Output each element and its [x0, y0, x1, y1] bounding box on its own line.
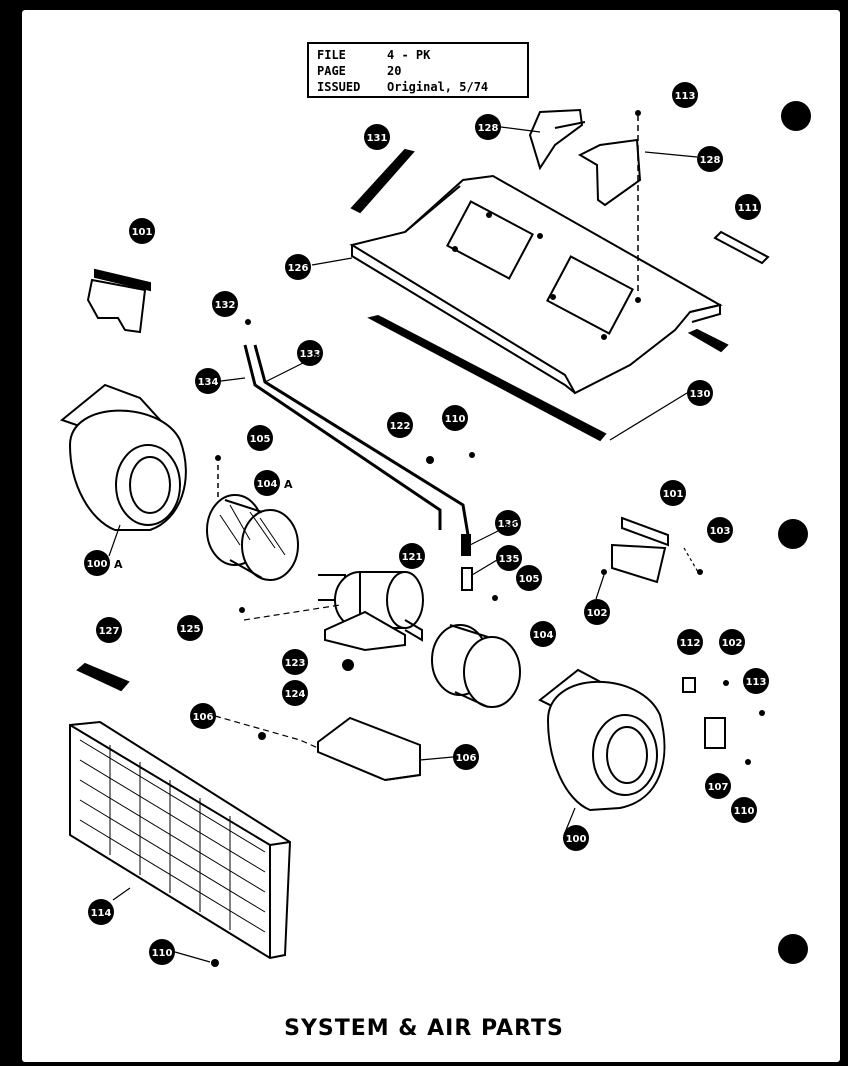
- callout-106-left: 106: [193, 712, 214, 723]
- callout-128-right: 128: [700, 155, 721, 166]
- issued-label: ISSUED: [317, 80, 361, 94]
- callout-128-top: 128: [478, 123, 499, 134]
- suffix-104a: A: [284, 478, 293, 491]
- fitting-136: [461, 534, 471, 556]
- callout-124: 124: [285, 689, 306, 700]
- callout-102-right: 102: [722, 638, 743, 649]
- tubes-133-134: [243, 344, 470, 536]
- base-pan-126: [349, 174, 723, 395]
- blower-housing-100a: [59, 383, 187, 531]
- fitting-135: [461, 567, 473, 591]
- callout-101-right: 101: [663, 489, 684, 500]
- motor-121: [318, 571, 424, 652]
- bar-111: [713, 230, 770, 265]
- callout-107: 107: [708, 782, 729, 793]
- callout-127: 127: [99, 626, 120, 637]
- strip-131: [350, 148, 415, 214]
- leader-lines: [108, 126, 699, 963]
- callout-126: 126: [288, 263, 309, 274]
- screws: [211, 110, 765, 967]
- file-value: 4 - PK: [387, 48, 431, 62]
- callout-100a: 100: [87, 559, 108, 570]
- blower-wheel-104a: [206, 494, 299, 581]
- callout-110-upper: 110: [445, 414, 466, 425]
- issued-value: Original, 5/74: [387, 80, 489, 94]
- callout-122: 122: [390, 421, 411, 432]
- callout-105-right: 105: [519, 574, 540, 585]
- binder-hole-middle: [778, 519, 808, 549]
- strip-127: [76, 662, 130, 692]
- callout-114: 114: [91, 908, 112, 919]
- callout-130: 130: [690, 389, 711, 400]
- page-title: SYSTEM & AIR PARTS: [284, 1016, 564, 1041]
- callout-112: 112: [680, 638, 701, 649]
- page-value: 20: [387, 64, 402, 78]
- bracket-128b: [577, 138, 642, 207]
- page-label: PAGE: [317, 64, 346, 78]
- callout-106-right: 106: [456, 753, 477, 764]
- callout-100: 100: [566, 834, 587, 845]
- gasket-strip-130: [367, 314, 729, 442]
- callout-123: 123: [285, 658, 306, 669]
- callout-132: 132: [215, 300, 236, 311]
- callout-111: 111: [738, 203, 759, 214]
- bracket-101b: [611, 516, 669, 584]
- motor-base-106: [317, 716, 421, 782]
- bracket-107: [704, 717, 726, 749]
- callout-113-top: 113: [675, 91, 696, 102]
- callout-131: 131: [367, 133, 388, 144]
- callout-110-right: 110: [734, 806, 755, 817]
- callout-133: 133: [300, 349, 321, 360]
- callout-135: 135: [499, 554, 520, 565]
- callout-103: 103: [710, 526, 731, 537]
- suffix-100a: A: [114, 558, 123, 571]
- binder-hole-top: [781, 101, 811, 131]
- callout-101-left: 101: [132, 227, 153, 238]
- callout-105-left: 105: [250, 434, 271, 445]
- callout-104: 104: [533, 630, 554, 641]
- callout-bubbles: [84, 82, 769, 965]
- callout-110-bottom: 110: [152, 948, 173, 959]
- blower-wheel-104b: [431, 624, 521, 708]
- blower-housing-100b: [538, 668, 666, 812]
- callout-134: 134: [198, 377, 219, 388]
- callout-102-mid: 102: [587, 608, 608, 619]
- coil-114: [69, 720, 292, 960]
- bracket-101a: [86, 268, 151, 334]
- callout-121: 121: [402, 552, 423, 563]
- file-label: FILE: [317, 48, 346, 62]
- callout-125: 125: [180, 624, 201, 635]
- bracket-128a: [528, 108, 586, 171]
- callout-104a: 104: [257, 479, 278, 490]
- callout-113-right: 113: [746, 677, 767, 688]
- file-info-box: FILE 4 - PK PAGE 20 ISSUED Original, 5/74: [307, 42, 529, 98]
- binder-hole-bottom: [778, 934, 808, 964]
- callout-136: 136: [498, 519, 519, 530]
- part-112: [682, 677, 696, 693]
